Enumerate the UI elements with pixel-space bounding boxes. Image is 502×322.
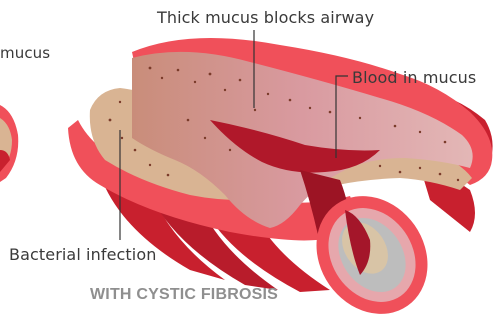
figure-caption: WITH CYSTIC FIBROSIS: [90, 286, 278, 304]
label-blood-in-mucus: Blood in mucus: [352, 68, 476, 87]
label-thick-mucus: Thick mucus blocks airway: [157, 8, 374, 27]
partial-airway-left: [0, 105, 18, 182]
label-mucus-partial: mucus: [0, 44, 50, 62]
label-bacterial-infection: Bacterial infection: [9, 245, 156, 264]
